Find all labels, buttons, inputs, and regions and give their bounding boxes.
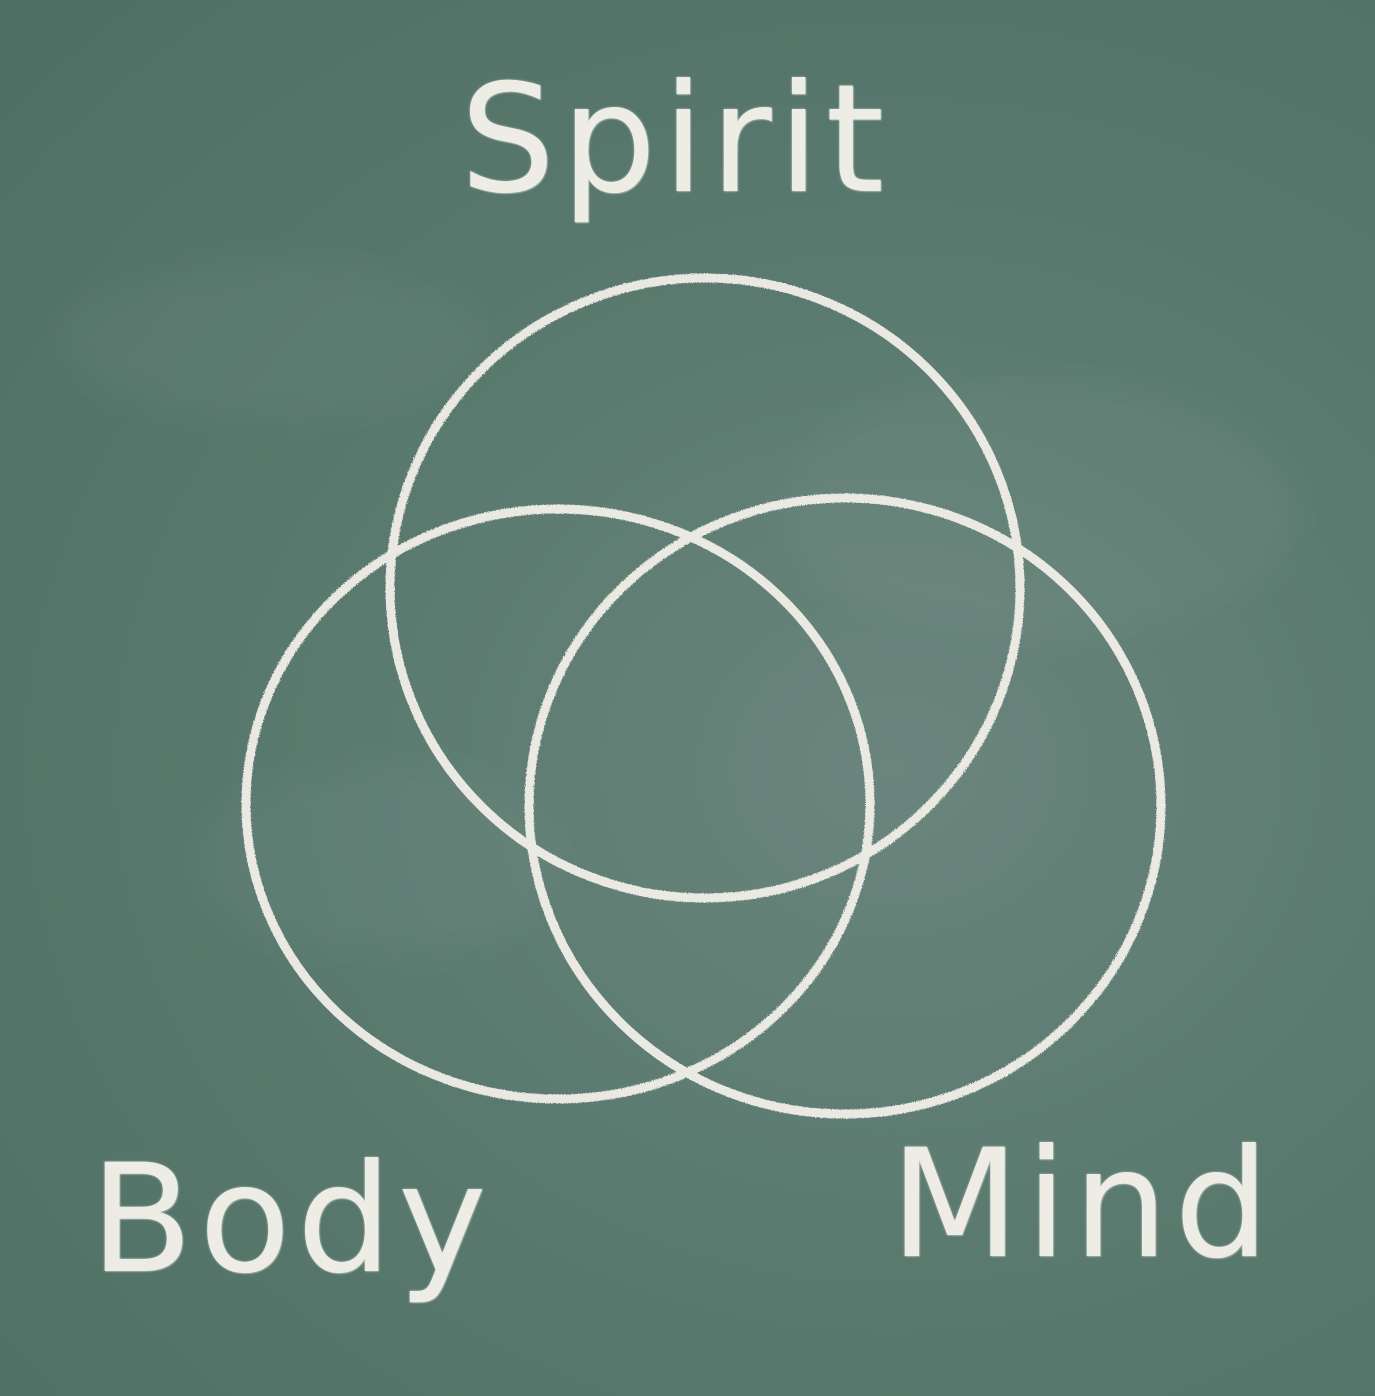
body-label: Body [90,1130,493,1310]
spirit-label: Spirit [460,50,890,230]
body-circle [246,509,870,1099]
spirit-circle [390,278,1020,898]
mind-label: Mind [890,1115,1275,1295]
mind-circle [529,498,1161,1114]
